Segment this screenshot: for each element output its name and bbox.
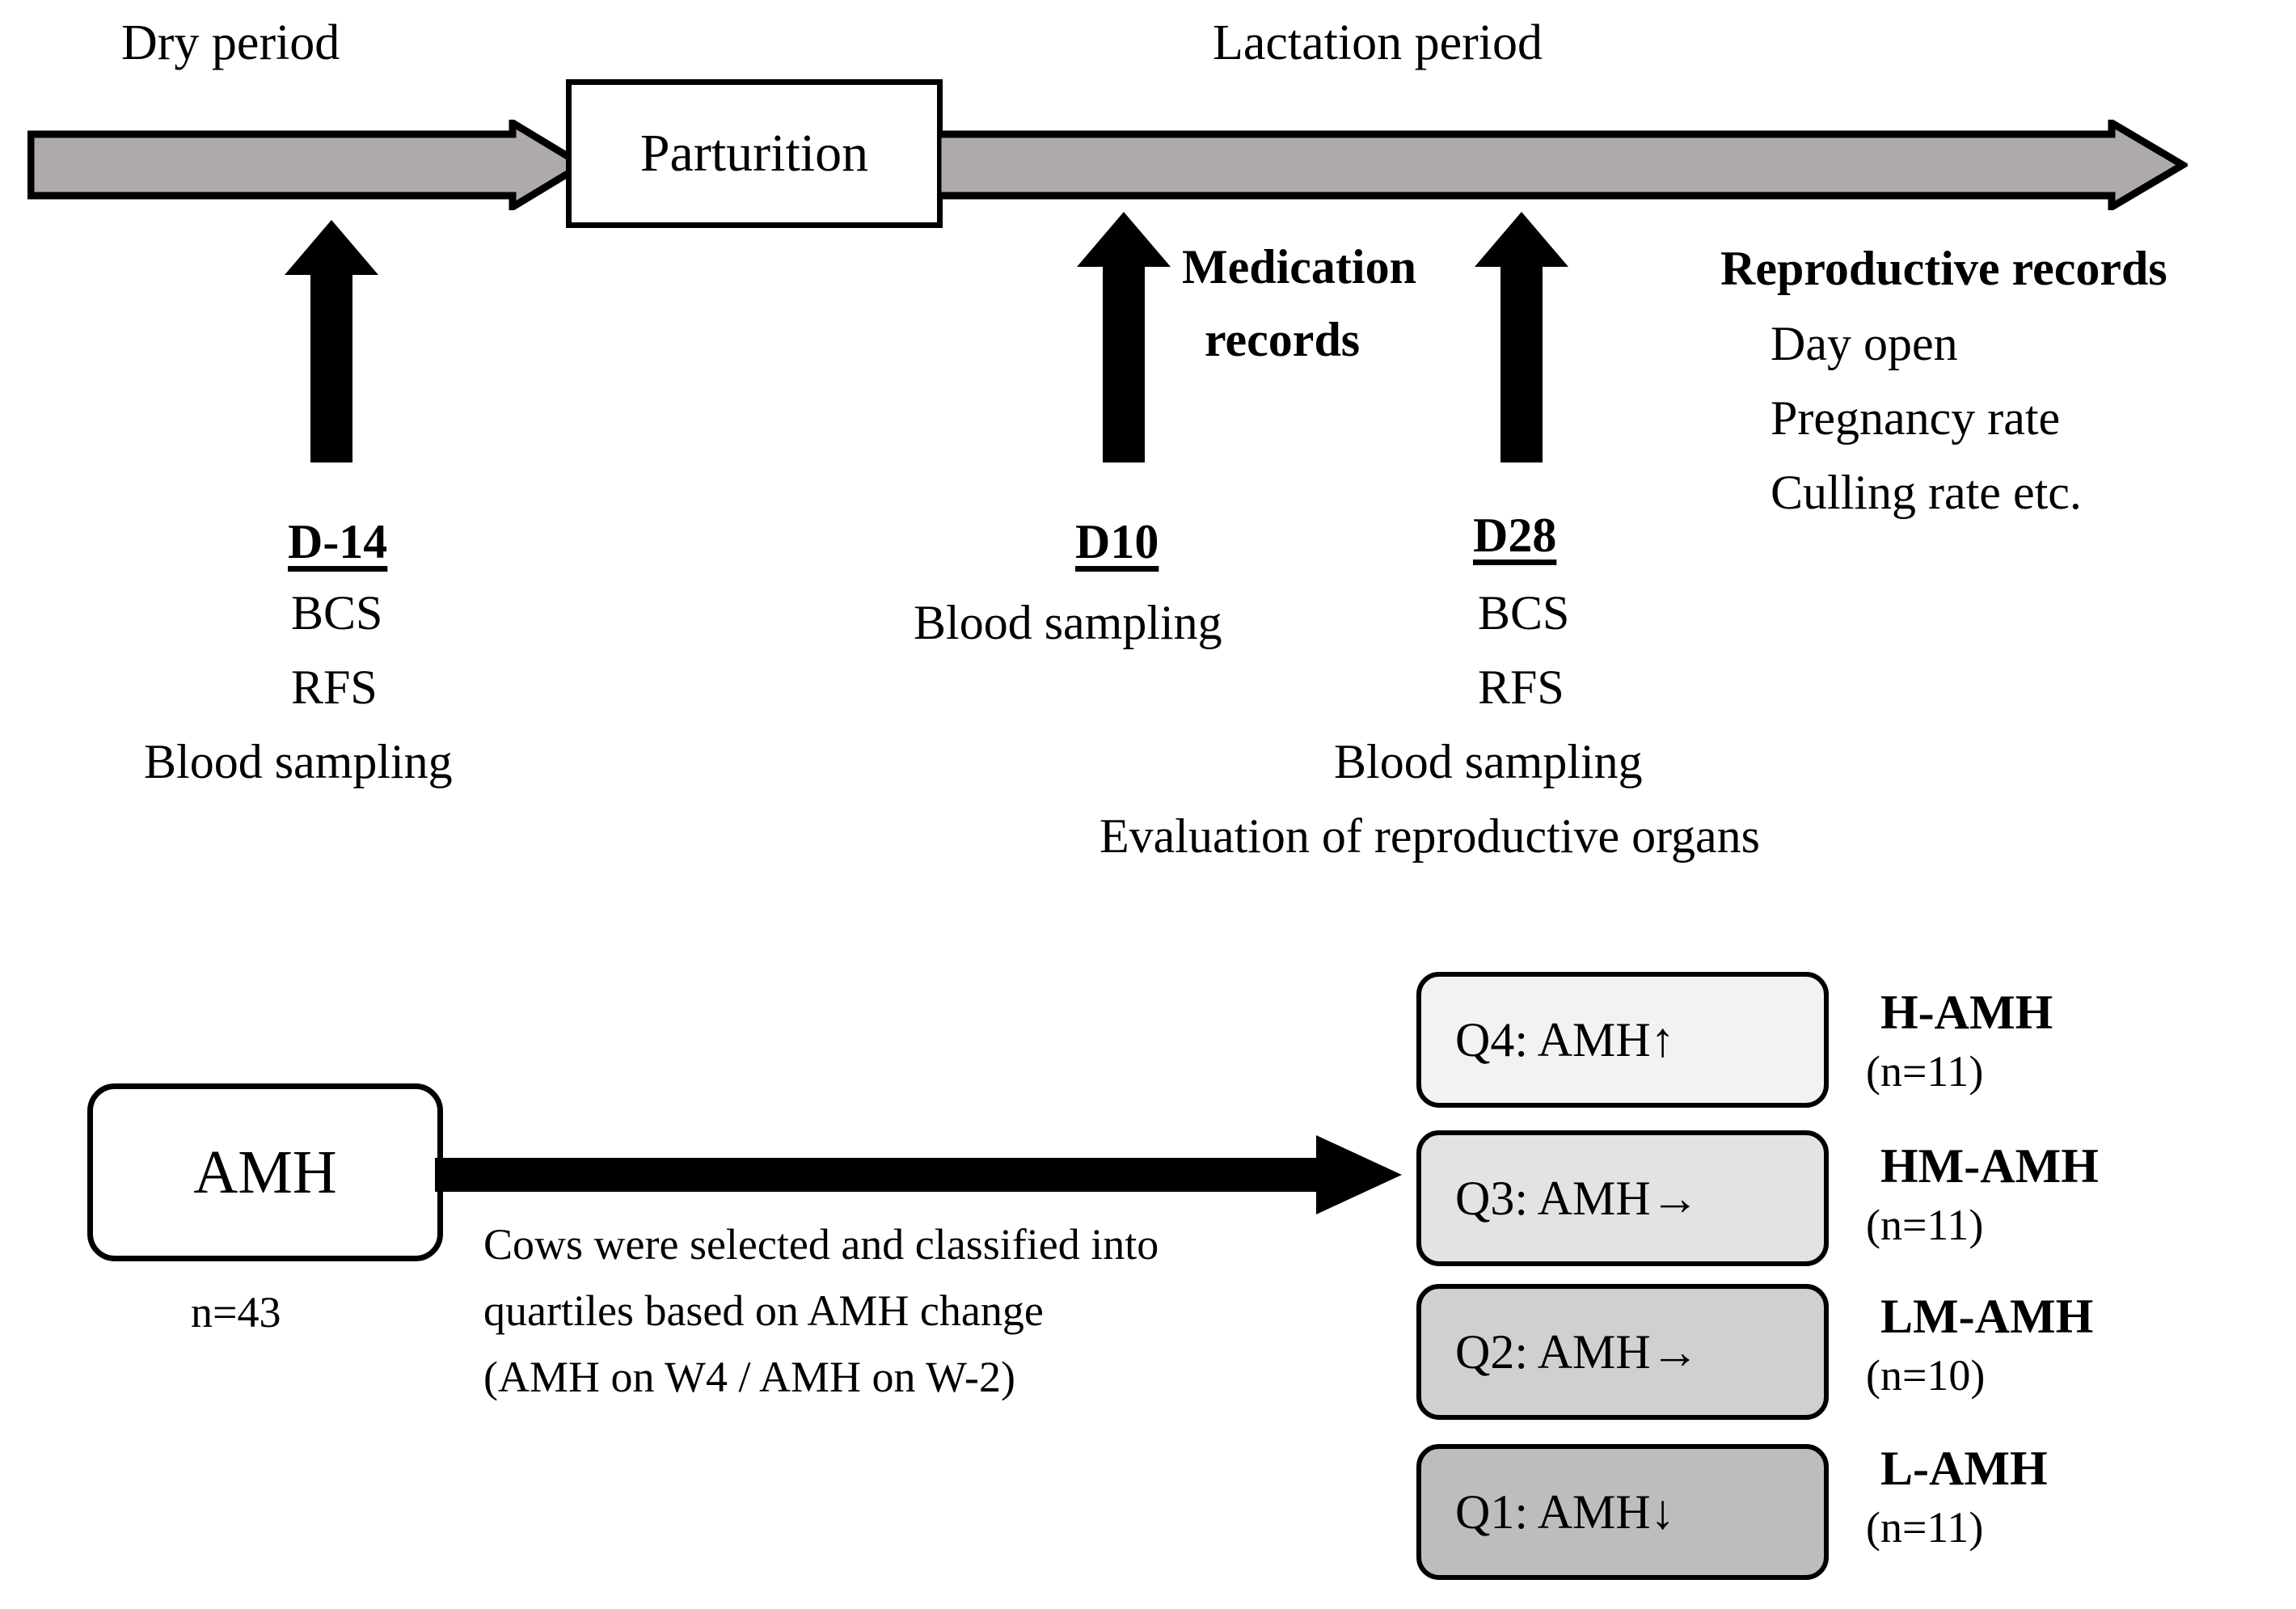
quartile-box-q4[interactable]: Q4: AMH↑	[1416, 972, 1829, 1108]
timepoint-d14-item-bcs: BCS	[291, 586, 383, 640]
group-n-l-amh: (n=11)	[1866, 1503, 1984, 1552]
timepoint-d10-item-blood-sampling: Blood sampling	[914, 596, 1222, 649]
group-name-l-amh: L-AMH	[1880, 1442, 2048, 1495]
medication-records-line-1: Medication	[1182, 240, 1416, 294]
group-name-h-amh: H-AMH	[1880, 986, 2053, 1039]
parturition-label: Parturition	[639, 124, 869, 183]
timepoint-d14-item-rfs: RFS	[291, 661, 378, 714]
quartile-q4-label: Q4: AMH↑	[1455, 1012, 1675, 1066]
reproductive-records-item-culling-rate: Culling rate etc.	[1771, 466, 2082, 519]
reproductive-records-item-day-open: Day open	[1771, 317, 1958, 370]
classification-arrow	[435, 1130, 1405, 1219]
dry-period-arrow	[27, 120, 585, 210]
quartile-q3-label: Q3: AMH→	[1455, 1171, 1699, 1225]
timepoint-d28-item-blood-sampling: Blood sampling	[1334, 735, 1643, 788]
timepoint-d28-item-bcs: BCS	[1478, 586, 1570, 640]
timepoint-d14-item-blood-sampling: Blood sampling	[144, 735, 453, 788]
dry-period-label: Dry period	[121, 15, 340, 70]
timepoint-d28-item-rfs: RFS	[1478, 661, 1564, 714]
reproductive-records-item-pregnancy-rate: Pregnancy rate	[1771, 391, 2061, 445]
amh-source-box: AMH	[87, 1083, 443, 1261]
group-n-hm-amh: (n=11)	[1866, 1201, 1984, 1249]
quartile-q1-label: Q1: AMH↓	[1455, 1484, 1675, 1539]
parturition-box: Parturition	[566, 79, 943, 228]
timepoint-label-d28: D28	[1473, 509, 1557, 562]
medication-records-line-2: records	[1205, 313, 1361, 366]
group-name-hm-amh: HM-AMH	[1880, 1139, 2099, 1193]
group-n-lm-amh: (n=10)	[1866, 1351, 1986, 1400]
quartile-box-q1[interactable]: Q1: AMH↓	[1416, 1444, 1829, 1580]
amh-source-label: AMH	[193, 1138, 337, 1206]
classification-description-line-2: quartiles based on AMH change	[483, 1286, 1044, 1335]
quartile-box-q3[interactable]: Q3: AMH→	[1416, 1130, 1829, 1266]
classification-description-line-3: (AMH on W4 / AMH on W-2)	[483, 1353, 1015, 1401]
group-name-lm-amh: LM-AMH	[1880, 1290, 2094, 1343]
lactation-period-label: Lactation period	[1213, 15, 1543, 70]
group-n-h-amh: (n=11)	[1866, 1047, 1984, 1096]
timepoint-arrow-d10	[1075, 212, 1172, 462]
timepoint-arrow-d28	[1473, 212, 1570, 462]
timepoint-label-d10: D10	[1075, 515, 1159, 568]
timepoint-label-d14: D-14	[288, 515, 388, 568]
reproductive-records-heading: Reproductive records	[1720, 242, 2167, 295]
quartile-q2-label: Q2: AMH→	[1455, 1324, 1699, 1379]
classification-description-line-1: Cows were selected and classified into	[483, 1220, 1159, 1269]
amh-source-n: n=43	[191, 1288, 281, 1337]
timepoint-d28-item-evaluation-reproductive-organs: Evaluation of reproductive organs	[1099, 809, 1760, 863]
timepoint-arrow-d14	[283, 220, 380, 462]
lactation-period-arrow	[938, 120, 2188, 210]
quartile-box-q2[interactable]: Q2: AMH→	[1416, 1284, 1829, 1420]
